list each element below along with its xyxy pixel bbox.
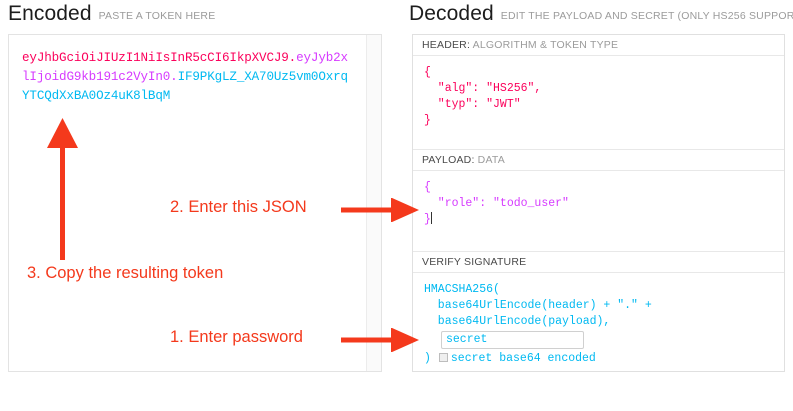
signature-section-label-bold: VERIFY SIGNATURE bbox=[422, 256, 527, 268]
token-separator-2: . bbox=[170, 70, 178, 84]
encoded-panel-heading: Encoded PASTE A TOKEN HERE bbox=[8, 2, 215, 26]
decoded-title: Decoded bbox=[409, 2, 494, 25]
signature-close-paren: ) bbox=[424, 352, 431, 365]
payload-json-editor[interactable]: { "role": "todo_user" } bbox=[413, 171, 784, 252]
header-json-code: { "alg": "HS256", "typ": "JWT" } bbox=[424, 66, 542, 127]
arrow-right-json-icon bbox=[341, 198, 419, 222]
encoded-token-panel[interactable]: eyJhbGciOiJIUzI1NiIsInR5cCI6IkpXVCJ9.eyJ… bbox=[8, 34, 382, 372]
header-json-editor[interactable]: { "alg": "HS256", "typ": "JWT" } bbox=[413, 56, 784, 150]
signature-line-1: HMACSHA256( bbox=[424, 283, 500, 296]
header-section-label: HEADER: ALGORITHM & TOKEN TYPE bbox=[413, 35, 784, 56]
base64-encoded-row[interactable]: ) secret base64 encoded bbox=[424, 351, 774, 367]
signature-section-label: VERIFY SIGNATURE bbox=[413, 252, 784, 273]
payload-section-label-rest: DATA bbox=[474, 154, 505, 166]
arrow-right-password-icon bbox=[341, 328, 419, 352]
encoded-panel-scrollbar[interactable] bbox=[366, 35, 381, 371]
token-payload-segment: eyJyb2xlIjoidG9kb191c2VyIn0 bbox=[22, 51, 348, 84]
token-header-segment: eyJhbGciOiJIUzI1NiIsInR5cCI6IkpXVCJ9 bbox=[22, 51, 289, 65]
signature-line-2: base64UrlEncode(header) + "." + bbox=[424, 299, 652, 312]
secret-input[interactable] bbox=[441, 331, 584, 349]
encoded-subtitle: PASTE A TOKEN HERE bbox=[98, 10, 216, 22]
header-section-label-bold: HEADER: bbox=[422, 39, 471, 51]
annotation-step-1: 1. Enter password bbox=[170, 328, 303, 346]
text-caret bbox=[430, 212, 432, 224]
secret-base64-label: secret base64 encoded bbox=[450, 352, 596, 365]
signature-line-3: base64UrlEncode(payload), bbox=[424, 315, 611, 328]
annotation-step-3: 3. Copy the resulting token bbox=[27, 264, 224, 282]
decoded-subtitle: EDIT THE PAYLOAD AND SECRET (ONLY HS256 … bbox=[500, 10, 793, 22]
payload-section-label-bold: PAYLOAD: bbox=[422, 154, 475, 166]
annotation-step-2: 2. Enter this JSON bbox=[170, 198, 307, 216]
encoded-token-text[interactable]: eyJhbGciOiJIUzI1NiIsInR5cCI6IkpXVCJ9.eyJ… bbox=[22, 49, 352, 106]
secret-base64-checkbox[interactable] bbox=[438, 353, 448, 362]
payload-json-line-3: } bbox=[424, 213, 431, 226]
signature-verify-block: HMACSHA256( base64UrlEncode(header) + ".… bbox=[413, 273, 784, 371]
encoded-title: Encoded bbox=[8, 2, 92, 25]
decoded-panel: HEADER: ALGORITHM & TOKEN TYPE { "alg": … bbox=[412, 34, 785, 372]
arrow-up-icon bbox=[47, 118, 78, 260]
payload-json-line-1: { bbox=[424, 181, 431, 194]
payload-json-line-2: "role": "todo_user" bbox=[424, 197, 569, 210]
payload-section-label: PAYLOAD: DATA bbox=[413, 150, 784, 171]
header-section-label-rest: ALGORITHM & TOKEN TYPE bbox=[470, 39, 619, 51]
decoded-panel-heading: Decoded EDIT THE PAYLOAD AND SECRET (ONLY… bbox=[409, 2, 793, 26]
token-separator-1: . bbox=[288, 51, 297, 65]
token-signature-segment: IF9PKgLZ_XA70Uz5vm0OxrqYTCQdXxBA0Oz4uK8l… bbox=[22, 70, 348, 103]
